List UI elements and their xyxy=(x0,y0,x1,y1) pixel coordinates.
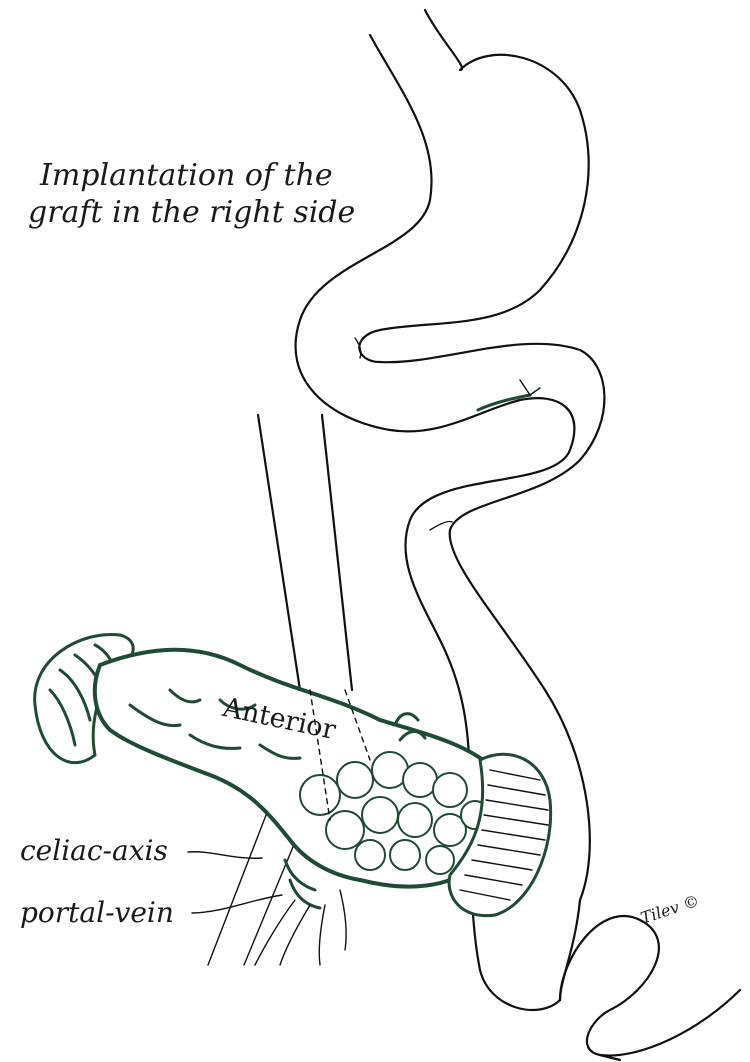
title-line-1: Implantation of the xyxy=(39,158,333,193)
intestine-loops xyxy=(294,8,742,1062)
great-vessels xyxy=(207,413,354,966)
label-portal-vein: portal-vein xyxy=(20,896,174,929)
celiac-axis-leader xyxy=(187,851,263,859)
label-celiac-axis: celiac-axis xyxy=(20,834,168,867)
title-line-2: graft in the right side xyxy=(28,195,355,230)
portal-vein-leader xyxy=(191,894,283,914)
pancreas-graft xyxy=(33,632,553,966)
artist-signature: Tilev © xyxy=(638,891,701,928)
